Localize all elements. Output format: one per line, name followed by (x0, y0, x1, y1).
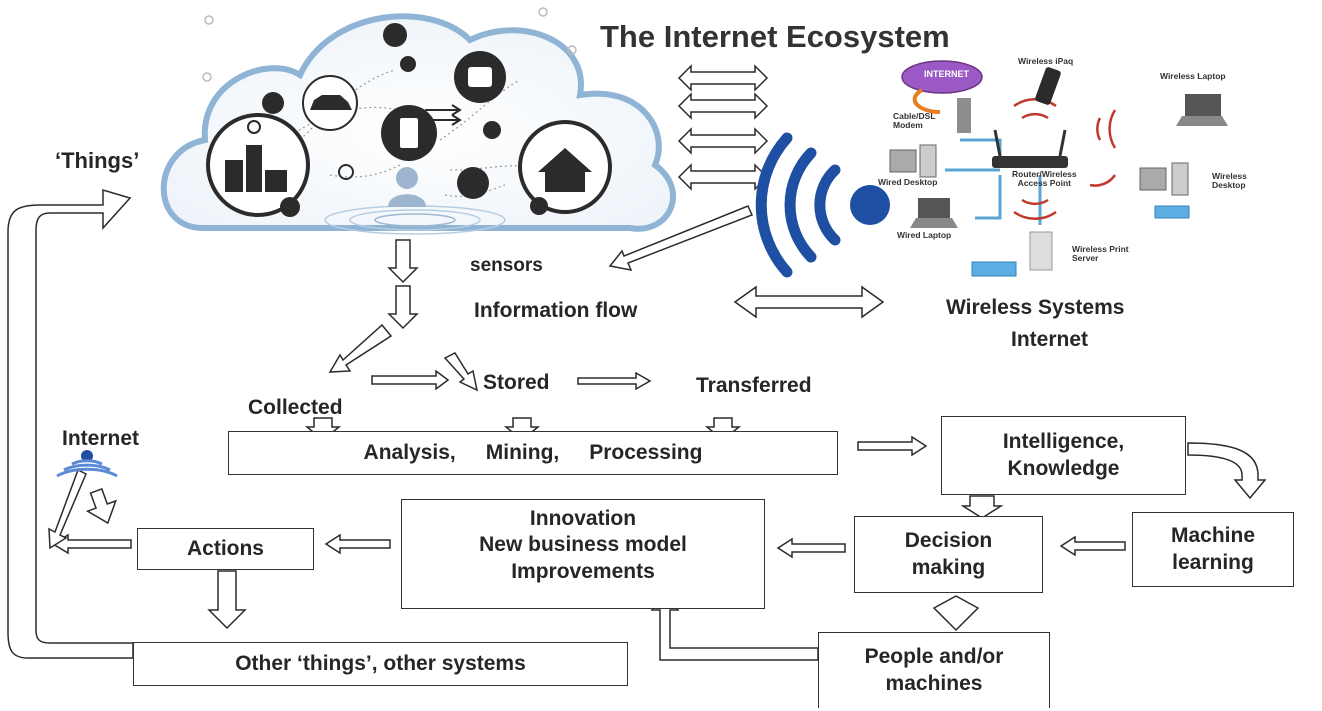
wifi-signal-icon (755, 132, 890, 278)
intelligence-text: Intelligence, (1002, 430, 1125, 454)
making-text: making (911, 555, 986, 579)
net-label-wireless-desktop: Wireless Desktop (1212, 171, 1247, 191)
information-flow-label: Information flow (474, 299, 638, 322)
mining-text: Mining, (485, 440, 560, 464)
innovation-text: Innovation (529, 507, 637, 530)
sensors-label: sensors (470, 255, 543, 276)
other-things-text: Other ‘things’, other systems (235, 651, 526, 675)
internet-wifi-icon (56, 450, 118, 478)
business-model-text: New business model (479, 533, 687, 557)
wireless-systems-label: Wireless Systems (946, 296, 1125, 319)
things-label: ‘Things’ (55, 148, 140, 173)
machines-text: machines (885, 671, 983, 695)
decision-text: Decision (904, 529, 993, 553)
actions-box: Actions (137, 528, 314, 570)
net-label-ipaq: Wireless iPaq (1018, 56, 1074, 66)
people-text: People and/or (864, 645, 1004, 669)
net-label-wired-laptop: Wired Laptop (897, 230, 952, 240)
machine-text: Machine (1170, 524, 1256, 548)
other-things-box: Other ‘things’, other systems (133, 642, 628, 686)
net-label-wired-desktop: Wired Desktop (878, 177, 938, 187)
innovation-box: Innovation New business model Improvemen… (401, 499, 765, 609)
machine-learning-box: Machine learning (1132, 512, 1294, 587)
internet-label: Internet (62, 427, 140, 450)
intelligence-knowledge-box: Intelligence, Knowledge (941, 416, 1186, 495)
knowledge-text: Knowledge (1007, 456, 1120, 480)
net-label-wireless-laptop: Wireless Laptop (1160, 71, 1226, 81)
decision-making-box: Decision making (854, 516, 1043, 593)
cloud-exchange-arrows (677, 64, 769, 191)
collected-label: Collected (248, 396, 343, 419)
iot-cloud (160, 7, 676, 235)
actions-text: Actions (186, 536, 264, 560)
wireless-network-illustration (889, 60, 1228, 277)
net-label-router: Router/Wireless Access Point (1012, 169, 1077, 189)
learning-text: learning (1172, 550, 1254, 574)
transferred-label: Transferred (696, 374, 812, 397)
net-label-print-server: Wireless Print Server (1072, 244, 1129, 264)
wireless-internet-label: Internet (1011, 328, 1089, 351)
stored-label: Stored (483, 371, 550, 394)
improvements-text: Improvements (511, 559, 655, 583)
people-machines-box: People and/or machines (818, 632, 1050, 708)
processing-text: Processing (589, 440, 703, 464)
net-label-modem: Cable/DSL Modem (893, 111, 936, 131)
flow-arrows (7, 188, 1267, 661)
analysis-mining-processing-box: Analysis, Mining, Processing (228, 431, 838, 475)
analysis-text: Analysis, (363, 440, 456, 464)
diagram-title: The Internet Ecosystem (600, 19, 950, 54)
net-label-internet: INTERNET (924, 69, 969, 79)
